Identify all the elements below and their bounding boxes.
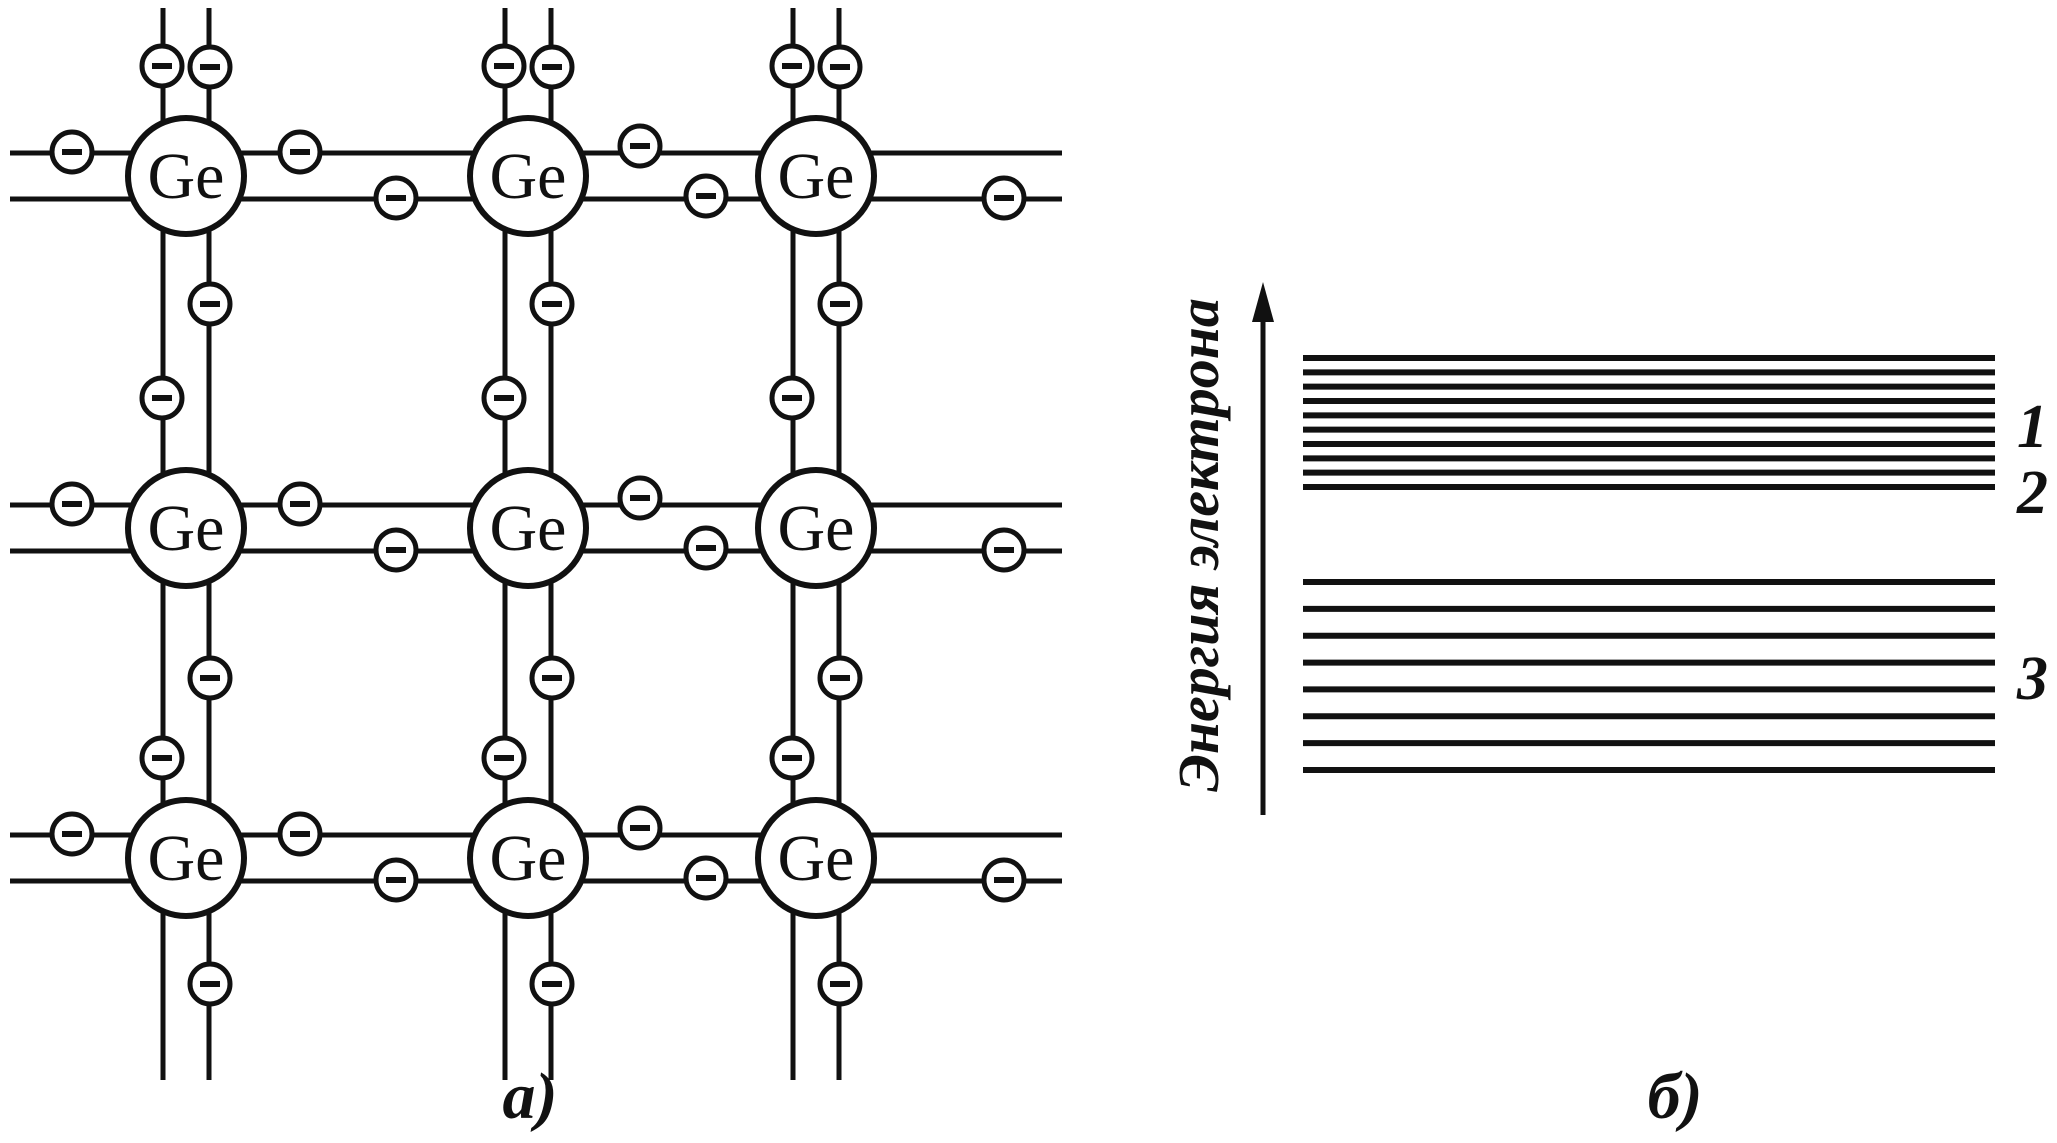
- energy-axis-arrowhead: [1252, 282, 1274, 322]
- electron: [49, 481, 95, 527]
- germanium-atom: Ge: [467, 797, 589, 919]
- electron: [277, 811, 323, 857]
- germanium-atom: Ge: [755, 797, 877, 919]
- band-levels: [1303, 355, 1995, 773]
- atom-label: Ge: [778, 140, 855, 213]
- atom-label: Ge: [490, 492, 567, 565]
- germanium-atom: Ge: [125, 467, 247, 589]
- caption-a: а): [503, 1060, 558, 1133]
- electron: [529, 655, 575, 701]
- electron: [769, 43, 815, 89]
- electron: [529, 44, 575, 90]
- electron: [277, 481, 323, 527]
- energy-axis-label: Энергия электрона: [1166, 298, 1231, 792]
- atom-label: Ge: [778, 492, 855, 565]
- germanium-atom: Ge: [755, 115, 877, 237]
- electron: [817, 281, 863, 327]
- germanium-atom: Ge: [125, 797, 247, 919]
- electron: [139, 735, 185, 781]
- electron: [187, 281, 233, 327]
- electron: [683, 173, 729, 219]
- electron: [617, 805, 663, 851]
- electron: [817, 655, 863, 701]
- electron: [769, 375, 815, 421]
- electron: [373, 175, 419, 221]
- electron: [769, 735, 815, 781]
- electron: [981, 527, 1027, 573]
- band-label-3: 3: [2016, 645, 2048, 713]
- electron: [139, 375, 185, 421]
- electron: [683, 855, 729, 901]
- atom-label: Ge: [148, 822, 225, 895]
- electron: [187, 655, 233, 701]
- electron: [817, 961, 863, 1007]
- electron: [187, 44, 233, 90]
- electron: [481, 43, 527, 89]
- electron: [481, 375, 527, 421]
- atom-label: Ge: [778, 822, 855, 895]
- electron: [373, 527, 419, 573]
- electron: [139, 43, 185, 89]
- electron: [683, 525, 729, 571]
- electron: [529, 961, 575, 1007]
- electron: [49, 129, 95, 175]
- electron: [373, 857, 419, 903]
- electron: [187, 961, 233, 1007]
- atom-label: Ge: [148, 140, 225, 213]
- germanium-atom: Ge: [125, 115, 247, 237]
- electron: [617, 123, 663, 169]
- electron: [617, 475, 663, 521]
- atom-label: Ge: [490, 822, 567, 895]
- band-label-1: 1: [2017, 393, 2048, 461]
- lattice-electrons: [49, 43, 1027, 1007]
- atom-label: Ge: [490, 140, 567, 213]
- energy-axis: Энергия электрона: [1166, 282, 1274, 815]
- germanium-atom: Ge: [467, 115, 589, 237]
- germanium-atom: Ge: [755, 467, 877, 589]
- electron: [277, 129, 323, 175]
- energy-band-diagram: Энергия электрона 1 2 3 б): [1166, 282, 2048, 1133]
- germanium-atom: Ge: [467, 467, 589, 589]
- electron: [529, 281, 575, 327]
- electron: [49, 811, 95, 857]
- band-label-2: 2: [2016, 459, 2048, 527]
- caption-b: б): [1648, 1060, 1703, 1133]
- electron: [481, 735, 527, 781]
- electron: [981, 857, 1027, 903]
- atom-label: Ge: [148, 492, 225, 565]
- electron: [817, 44, 863, 90]
- electron: [981, 175, 1027, 221]
